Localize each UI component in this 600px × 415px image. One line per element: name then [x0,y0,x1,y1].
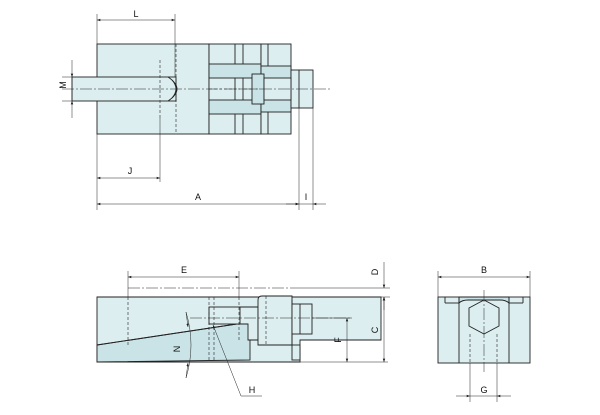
dim-label-l: L [133,9,138,19]
front-view: E D C F N H [96,262,390,397]
dim-label-n: N [172,346,182,353]
dim-label-e: E [181,265,187,275]
dim-label-b: B [481,265,487,275]
dim-label-g: G [480,385,487,395]
dim-label-a: A [195,192,201,202]
dim-label-j: J [128,166,133,176]
dim-label-f: F [333,337,343,343]
dim-label-m: M [58,81,68,89]
dim-label-i: I [305,192,308,202]
dim-label-d: D [370,268,380,275]
front-view-end-jaw [257,295,293,346]
dim-label-h: H [249,385,256,395]
dim-label-c: C [370,326,380,333]
side-view: B G [437,265,531,402]
top-view: L M J A I [58,9,330,210]
